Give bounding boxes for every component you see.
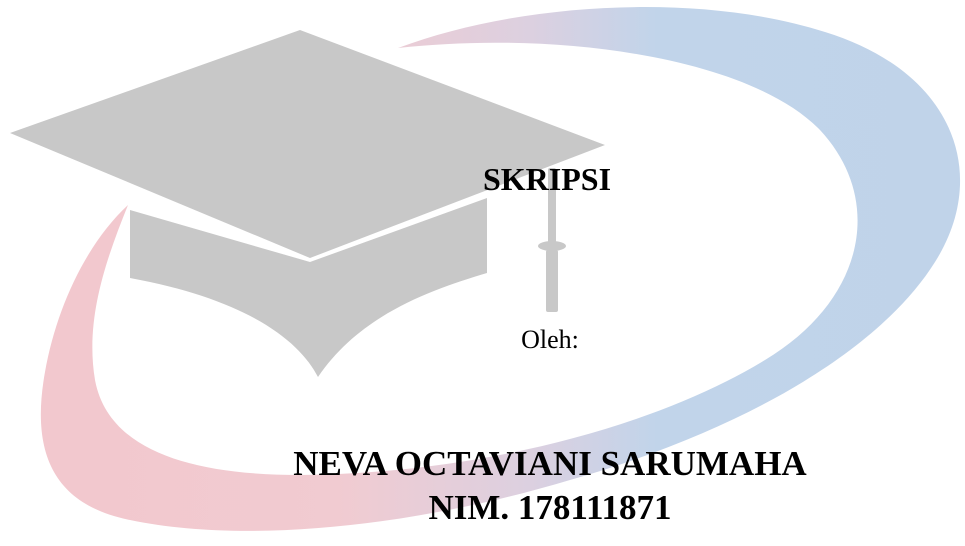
document-title: SKRIPSI (482, 161, 612, 197)
swoosh-ring (40, 7, 961, 531)
by-label: Oleh: (521, 325, 579, 354)
graduation-cap-icon (10, 30, 605, 377)
author-name: NEVA OCTAVIANI SARUMAHA (293, 444, 807, 483)
student-id: NIM. 178111871 (428, 488, 672, 527)
